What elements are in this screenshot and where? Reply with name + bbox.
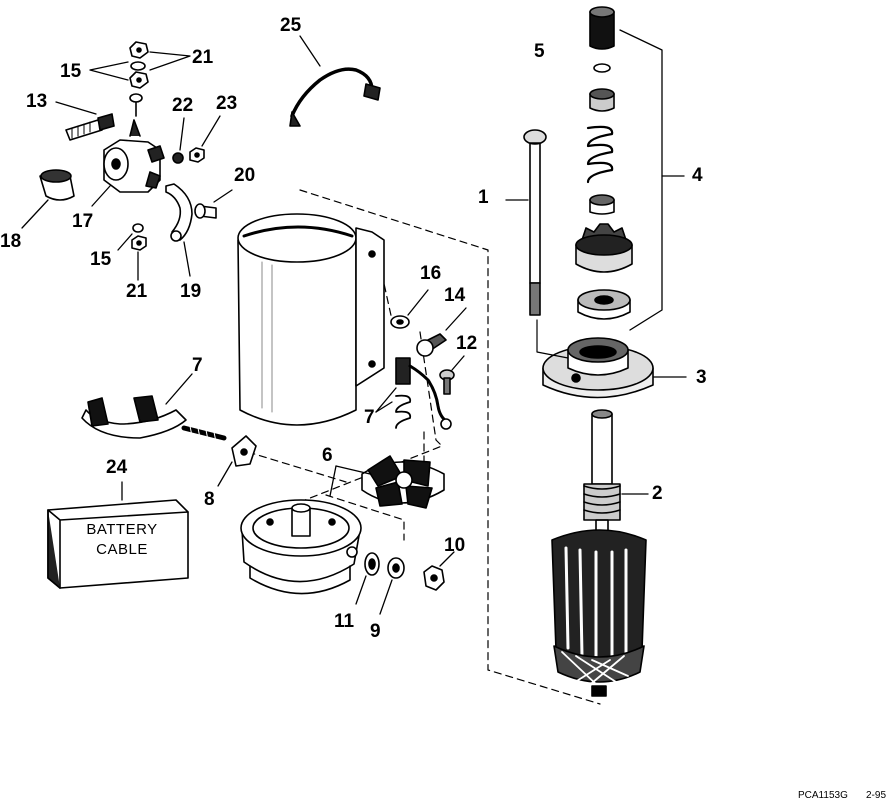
washer-9 (379, 557, 405, 615)
cable-25 (289, 35, 381, 127)
callout-4: 4 (692, 165, 703, 186)
callout-25: 25 (280, 15, 302, 36)
pinion-gear (575, 223, 633, 273)
callout-21-lower: 21 (126, 281, 148, 302)
screw-12 (439, 355, 465, 395)
drive-nut (577, 289, 631, 320)
callout-11: 11 (334, 611, 355, 632)
brush-spring (375, 387, 412, 429)
callout-5: 5 (534, 41, 545, 62)
callout-20: 20 (234, 165, 256, 186)
drive-stop-cap (589, 6, 615, 50)
callout-22: 22 (172, 95, 194, 116)
callout-15-lower: 15 (90, 249, 112, 270)
bracket-19 (165, 183, 193, 277)
nut-washer-15-21-lower (117, 223, 147, 281)
part-code: PCA1153G (798, 790, 848, 801)
battery-cable-label: BATTERY CABLE (58, 520, 186, 560)
callout-12: 12 (456, 333, 478, 354)
callout-7-left: 7 (192, 355, 203, 376)
washer-16 (390, 289, 429, 329)
callout-7-right: 7 (364, 407, 375, 428)
callout-14: 14 (444, 285, 466, 306)
callout-15-top: 15 (60, 61, 82, 82)
brush-set-7 (81, 373, 227, 443)
screw-20 (194, 189, 233, 219)
callout-21-top: 21 (192, 47, 214, 68)
sleeve-18 (21, 169, 75, 229)
brush-plate (329, 455, 445, 509)
nut-23 (189, 115, 221, 163)
callout-19: 19 (180, 281, 202, 302)
callout-9: 9 (370, 621, 381, 642)
revision-code: 2-95 (866, 790, 887, 801)
commutator-end-cap (240, 499, 362, 595)
terminal-bolt-13 (55, 101, 115, 141)
callout-8: 8 (204, 489, 215, 510)
battery-cable-line2: CABLE (96, 541, 148, 558)
callout-23: 23 (216, 93, 238, 114)
motor-frame (237, 213, 385, 426)
callout-10: 10 (444, 535, 466, 556)
solenoid-17 (91, 119, 165, 207)
drive-spring (586, 125, 614, 184)
callout-13: 13 (26, 91, 48, 112)
battery-cable-box (47, 481, 189, 589)
nut-22 (172, 117, 185, 164)
nut-10 (423, 551, 455, 591)
callout-16: 16 (420, 263, 442, 284)
brush-lead (395, 357, 452, 430)
insulating-washer-11 (355, 552, 380, 605)
spacer-collar (589, 88, 615, 112)
battery-cable-line1: BATTERY (86, 521, 158, 538)
retaining-ring (593, 63, 611, 73)
bracket-4 (619, 29, 663, 331)
drive-end-cap (536, 319, 687, 399)
callout-2: 2 (652, 483, 663, 504)
callout-18: 18 (0, 231, 22, 252)
nuts-washers-15-21 (89, 41, 191, 117)
spring-cup (589, 194, 615, 215)
armature (551, 409, 649, 697)
callout-24: 24 (106, 457, 128, 478)
callout-6: 6 (322, 445, 333, 466)
screw-14 (416, 307, 467, 357)
callout-1: 1 (478, 187, 489, 208)
terminal-bracket-8 (217, 435, 257, 487)
through-bolt (505, 129, 547, 316)
callout-3: 3 (696, 367, 707, 388)
callout-17: 17 (72, 211, 94, 232)
